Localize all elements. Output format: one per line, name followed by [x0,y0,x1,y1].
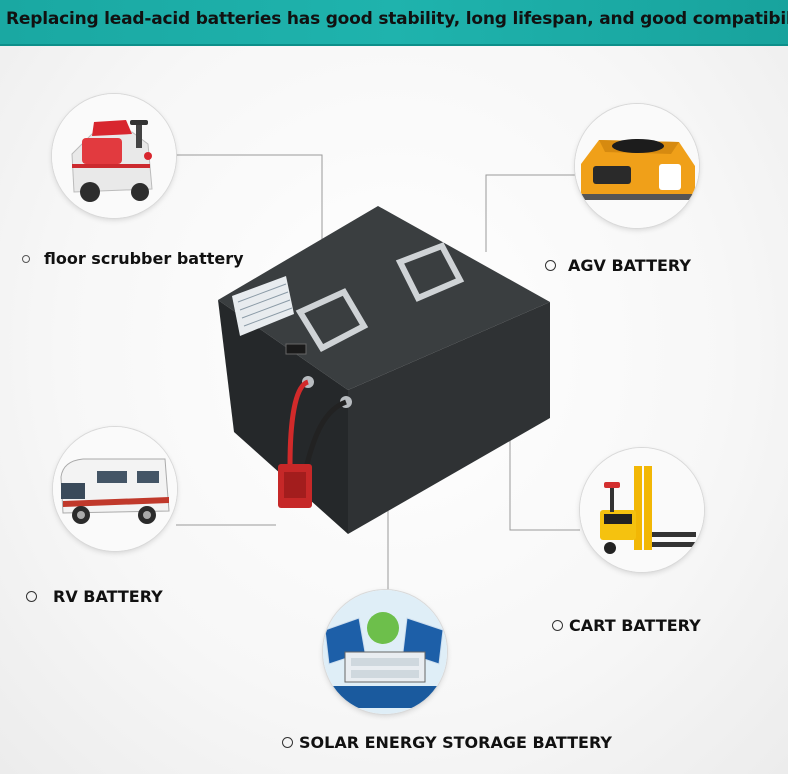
pallet-stacker-image [580,448,704,572]
rv-camper-image [53,427,177,551]
header-banner: Replacing lead-acid batteries has good s… [0,0,788,46]
cart-label: CART BATTERY [552,616,701,635]
solar-label: SOLAR ENERGY STORAGE BATTERY [282,733,612,752]
agv-label: AGV BATTERY [545,256,691,275]
cart-text: CART BATTERY [569,616,701,635]
rv-label: RV BATTERY [26,587,163,606]
rv-text: RV BATTERY [53,587,163,606]
agv-text: AGV BATTERY [568,256,691,275]
lithium-battery-pack-image [218,206,550,534]
floor-scrubber-text: floor scrubber battery [44,249,244,268]
bullet-circle-icon [26,591,37,602]
bullet-circle-icon [22,254,30,263]
agv-robot-image [575,104,699,228]
solar-text: SOLAR ENERGY STORAGE BATTERY [299,733,612,752]
banner-title: Replacing lead-acid batteries has good s… [6,9,788,29]
bullet-circle-icon [545,260,556,271]
floor-scrubber-label: floor scrubber battery [22,249,244,268]
bullet-circle-icon [552,620,563,631]
solar-panel-image [323,590,447,714]
bullet-circle-icon [282,737,293,748]
floor-scrubber-image [52,94,176,218]
